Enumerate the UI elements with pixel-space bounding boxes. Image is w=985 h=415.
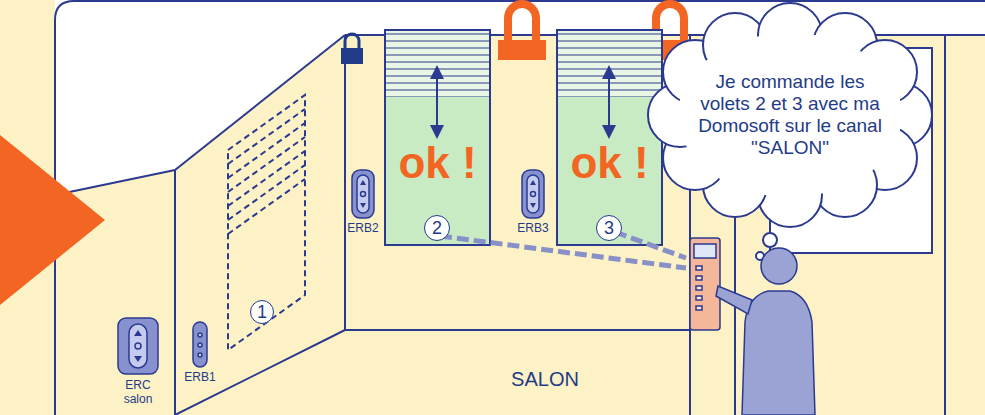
- shutter: [557, 30, 662, 245]
- remote-icon: [193, 322, 207, 367]
- arrow-marker: [0, 135, 105, 305]
- callout-number: 2: [424, 215, 450, 241]
- shutter: [385, 30, 490, 245]
- thought-bubble: [648, 3, 932, 260]
- remote-icon: [522, 170, 544, 218]
- padlock-icon: [341, 34, 363, 64]
- callout-number: 1: [250, 300, 274, 324]
- remote-icon: [352, 170, 374, 218]
- shutter-box: ok ! 3: [557, 30, 662, 245]
- window-outline: [228, 95, 305, 350]
- radio-link: [440, 232, 686, 268]
- remote-icon: [118, 318, 158, 374]
- padlock-icon: [498, 4, 546, 60]
- thought-bubble: Je commande les volets 2 et 3 avec ma Do…: [685, 40, 895, 190]
- wall-lines: [55, 1, 985, 415]
- device-label: ERC salon: [116, 379, 160, 407]
- bubble-text: Je commande les volets 2 et 3 avec ma Do…: [690, 71, 890, 158]
- domosoft-device: [690, 238, 720, 330]
- status-text: ok !: [385, 138, 490, 189]
- device-label: ERB2: [343, 222, 383, 236]
- status-text: ok !: [557, 138, 662, 189]
- shutter-box: ok ! 2: [385, 30, 490, 245]
- device-label: ERB1: [180, 371, 220, 385]
- device-label: ERB3: [513, 222, 553, 236]
- person-silhouette: [716, 248, 815, 415]
- room-label: SALON: [485, 368, 605, 391]
- callout-number: 3: [596, 215, 622, 241]
- window: 1: [228, 95, 305, 350]
